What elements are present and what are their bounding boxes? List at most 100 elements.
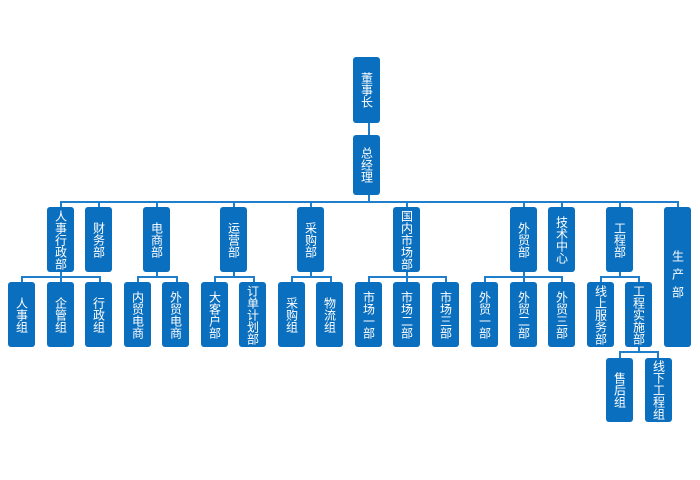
connector — [561, 276, 563, 282]
connector — [310, 272, 312, 277]
node-label: 市场三部 — [438, 290, 453, 339]
node-label: 人事行政部 — [53, 209, 68, 270]
node-label: 采购组 — [284, 296, 299, 333]
connector — [619, 272, 621, 277]
node-admin-group: 行政组 — [85, 282, 112, 347]
connector — [214, 276, 255, 278]
node-label: 市场二部 — [399, 290, 414, 339]
node-purchase-group: 采购组 — [278, 282, 305, 347]
node-domestic-market: 国内市场部 — [393, 207, 420, 272]
node-mgmt-group: 企管组 — [47, 282, 74, 347]
node-foreign-3: 外贸三部 — [548, 282, 575, 347]
node-label: 国内市场部 — [399, 209, 414, 270]
node-finance: 财务部 — [85, 207, 112, 272]
node-ecommerce: 电商部 — [143, 207, 170, 272]
node-label: 总经理 — [359, 147, 374, 183]
connector — [445, 276, 447, 282]
node-label: 物流组 — [322, 296, 337, 333]
connector — [310, 201, 312, 207]
node-label: 市场一部 — [361, 290, 376, 339]
connector — [619, 351, 659, 353]
node-offline-engineering: 线下工程组 — [645, 358, 672, 422]
node-label: 线下工程组 — [651, 360, 666, 420]
node-production: 生产部 — [664, 207, 691, 347]
connector — [523, 201, 525, 207]
node-engineering: 工程部 — [606, 207, 633, 272]
node-label: 采购部 — [303, 221, 318, 258]
connector — [214, 276, 216, 282]
connector — [484, 276, 486, 282]
connector — [523, 276, 525, 282]
node-market-3: 市场三部 — [432, 282, 459, 347]
node-label: 线上服务部 — [593, 284, 608, 345]
connector — [561, 201, 563, 207]
node-purchasing: 采购部 — [297, 207, 324, 272]
node-label: 人事组 — [14, 296, 29, 333]
node-engineering-impl: 工程实施部 — [625, 282, 652, 347]
node-domestic-ecommerce: 内贸电商 — [124, 282, 151, 347]
connector — [156, 272, 158, 277]
connector — [291, 276, 293, 282]
node-online-service: 线上服务部 — [587, 282, 614, 347]
node-label: 工程实施部 — [631, 284, 646, 345]
node-operations: 运营部 — [220, 207, 247, 272]
connector — [233, 272, 235, 277]
node-label: 技术中心 — [554, 215, 569, 264]
connector — [619, 201, 621, 207]
node-label: 生产部 — [670, 250, 685, 304]
connector — [368, 123, 370, 135]
connector — [176, 276, 178, 282]
node-market-1: 市场一部 — [355, 282, 382, 347]
node-label: 售后组 — [612, 372, 627, 408]
connector — [291, 276, 332, 278]
node-foreign-2: 外贸二部 — [510, 282, 537, 347]
node-foreign-1: 外贸一部 — [471, 282, 498, 347]
connector — [368, 195, 370, 203]
connector — [156, 201, 158, 207]
node-market-2: 市场二部 — [393, 282, 420, 347]
node-label: 电商部 — [149, 221, 164, 258]
node-label: 运营部 — [226, 221, 241, 258]
connector — [253, 276, 255, 282]
node-order-planning: 订单计划部 — [239, 282, 266, 347]
node-label: 董事长 — [359, 72, 374, 108]
connector — [330, 276, 332, 282]
node-label: 内贸电商 — [130, 290, 145, 339]
node-chairman: 董事长 — [353, 57, 380, 123]
node-label: 财务部 — [91, 221, 106, 258]
connector — [619, 351, 621, 358]
connector — [98, 201, 100, 207]
connector — [600, 276, 602, 282]
node-general-manager: 总经理 — [353, 135, 380, 195]
node-key-accounts: 大客户部 — [201, 282, 228, 347]
node-label: 工程部 — [612, 221, 627, 258]
connector — [60, 276, 62, 282]
connector — [406, 201, 408, 207]
connector — [406, 272, 408, 277]
node-tech-center: 技术中心 — [548, 207, 575, 272]
connector — [137, 276, 139, 282]
node-label: 外贸二部 — [516, 290, 531, 339]
connector — [60, 201, 679, 203]
node-label: 外贸电商 — [168, 290, 183, 339]
node-label: 订单计划部 — [245, 284, 260, 345]
node-label: 大客户部 — [207, 290, 222, 339]
connector — [638, 347, 640, 352]
connector — [657, 351, 659, 358]
connector — [99, 276, 101, 282]
node-label: 企管组 — [53, 296, 68, 333]
node-logistics-group: 物流组 — [316, 282, 343, 347]
connector — [523, 272, 525, 277]
connector — [638, 276, 640, 282]
connector — [368, 276, 370, 282]
connector — [677, 201, 679, 207]
node-foreign-ecommerce: 外贸电商 — [162, 282, 189, 347]
node-after-sales: 售后组 — [606, 358, 633, 422]
node-hr-admin: 人事行政部 — [47, 207, 74, 272]
node-label: 外贸部 — [516, 221, 531, 258]
connector — [600, 276, 640, 278]
connector — [60, 272, 62, 277]
connector — [137, 276, 178, 278]
connector — [233, 201, 235, 207]
